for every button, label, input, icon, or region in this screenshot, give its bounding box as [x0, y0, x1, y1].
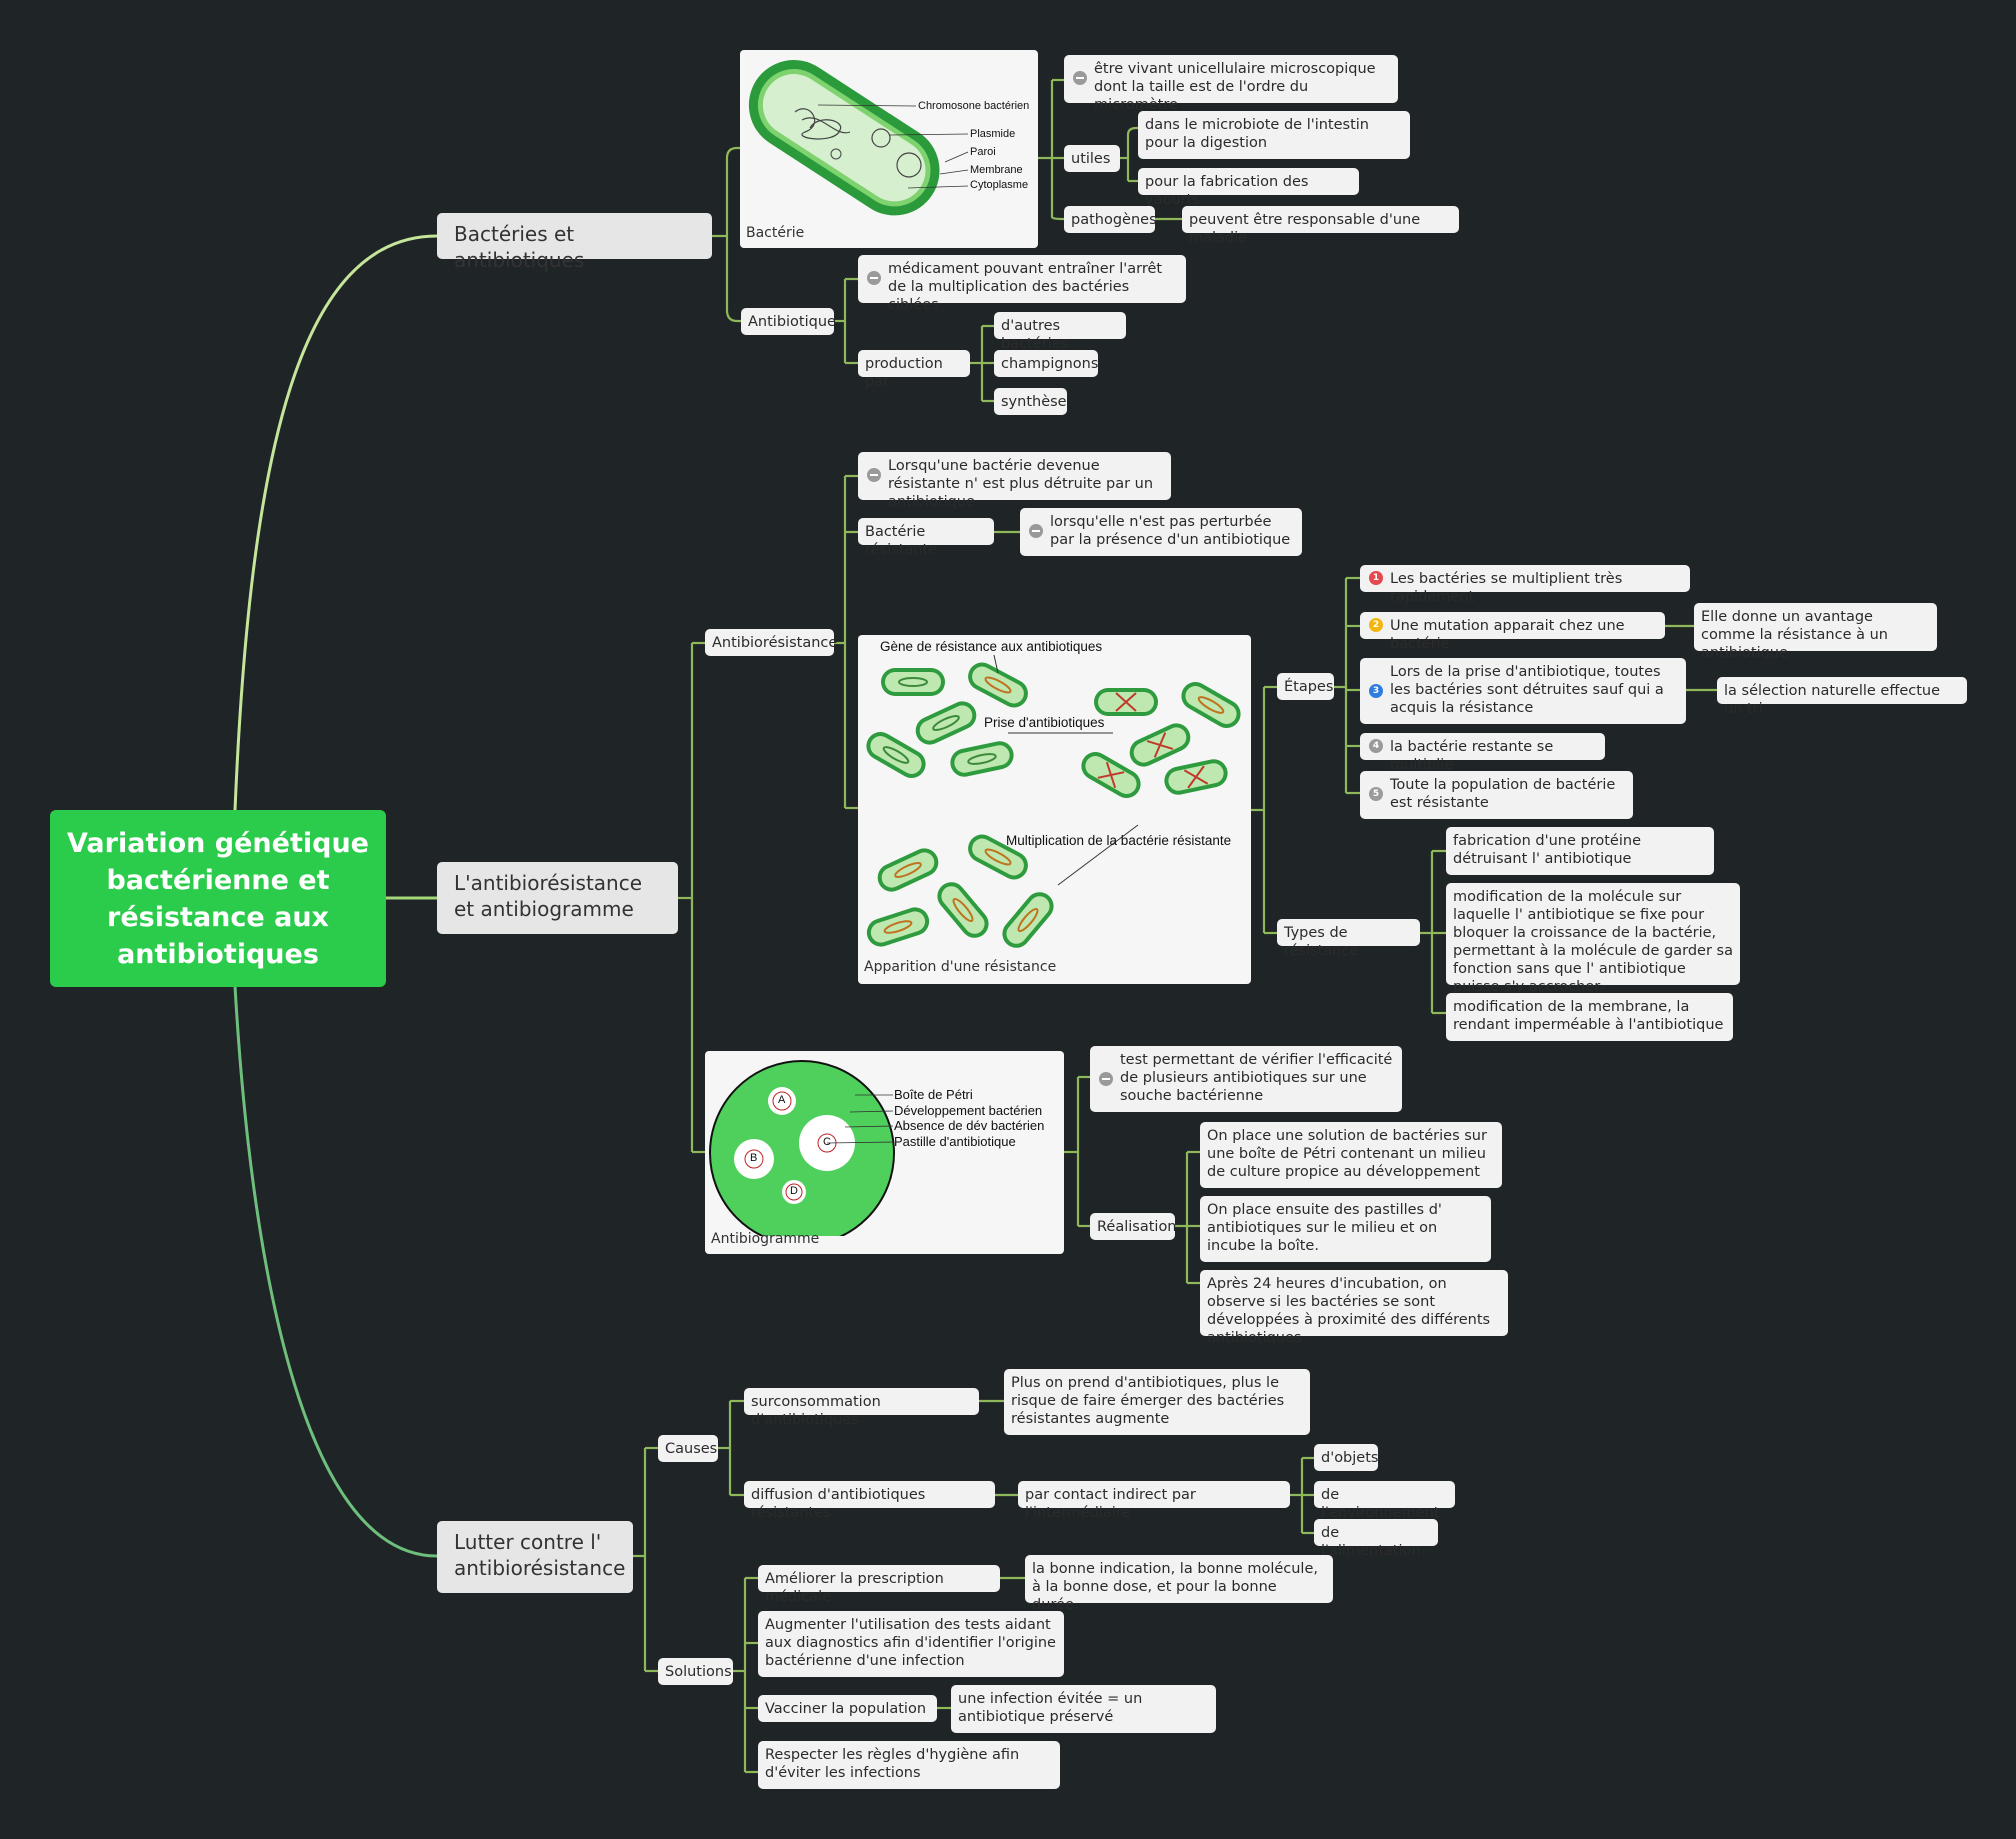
step-3-icon: 3 [1369, 684, 1383, 698]
bacteria-label-membrane: Membrane [970, 164, 1023, 176]
step-5-icon: 5 [1369, 787, 1383, 801]
node-realisation[interactable]: Réalisation [1090, 1213, 1177, 1240]
node-pathogenes[interactable]: pathogènes [1064, 206, 1157, 233]
note-icon [1073, 71, 1087, 85]
type-item-molecule[interactable]: modification de la molécule sur laquelle… [1446, 883, 1740, 995]
pathogenes-item[interactable]: peuvent être responsable d'une maladie [1182, 206, 1459, 246]
realisation-step-1[interactable]: On place une solution de bactéries sur u… [1200, 1122, 1502, 1188]
bacteria-diagram [748, 60, 969, 216]
node-causes[interactable]: Causes [658, 1435, 718, 1462]
topic-antibioresistance[interactable]: L'antibiorésistance et antibiogramme [437, 862, 678, 934]
step-4-icon: 4 [1369, 739, 1383, 753]
topic-lutter[interactable]: Lutter contre l' antibiorésistance [437, 1521, 633, 1593]
antibiogramme-image-card[interactable]: A B C D Boîte de Pétri Développement bac… [705, 1051, 1064, 1254]
note-icon [1099, 1072, 1113, 1086]
resistance-label-multiplication: Multiplication de la bactérie résistante [1006, 833, 1232, 848]
node-solutions[interactable]: Solutions [658, 1658, 733, 1685]
bacteria-label-chromosome: Chromosone bactérien [918, 100, 1030, 112]
resistance-label-gene: Gène de résistance aux antibiotiques [880, 639, 1103, 654]
production-item-champignons[interactable]: champignons [994, 350, 1098, 377]
resistance-image-caption: Apparition d'une résistance [864, 959, 1057, 975]
petri-disc-d: D [790, 1185, 798, 1197]
resistance-image-card[interactable]: Gène de résistance aux antibiotiques Pri… [858, 635, 1251, 984]
production-item-bacteries[interactable]: d'autres bactéries [994, 312, 1126, 352]
petri-label-pastille: Pastille d'antibiotique [894, 1134, 1016, 1149]
bacteria-after-antibiotic [1081, 682, 1241, 798]
realisation-step-3[interactable]: Après 24 heures d'incubation, on observe… [1200, 1270, 1508, 1346]
bacteria-image-card[interactable]: Chromosone bactérien Plasmide Paroi Memb… [740, 50, 1038, 248]
node-antibioresistance[interactable]: Antibiorésistance [705, 629, 837, 656]
bacteria-definition[interactable]: être vivant unicellulaire microscopique … [1064, 55, 1398, 113]
utiles-item-yaourts[interactable]: pour la fabrication des yaourts [1138, 168, 1359, 208]
solution-vacciner[interactable]: Vacciner la population [758, 1695, 937, 1722]
resistance-label-prise: Prise d'antibiotiques [984, 715, 1105, 730]
bacteria-label-cytoplasme: Cytoplasme [970, 179, 1029, 191]
petri-disc-a: A [778, 1094, 786, 1106]
prescription-note[interactable]: la bonne indication, la bonne molécule, … [1025, 1555, 1333, 1613]
petri-label-developpement: Développement bactérien [894, 1103, 1043, 1118]
note-icon [867, 468, 881, 482]
production-item-synthese[interactable]: synthèse [994, 388, 1067, 415]
realisation-step-2[interactable]: On place ensuite des pastilles d' antibi… [1200, 1196, 1491, 1262]
contact-item-alimentation[interactable]: de l'alimentation [1314, 1519, 1438, 1559]
step-2-note[interactable]: Elle donne un avantage comme la résistan… [1694, 603, 1937, 661]
step-2-icon: 2 [1369, 618, 1383, 632]
bacteria-image-caption: Bactérie [746, 225, 805, 241]
bacteria-cells [866, 662, 1028, 778]
type-item-proteine[interactable]: fabrication d'une protéine détruisant l'… [1446, 827, 1714, 875]
root-topic[interactable]: Variation génétique bactérienne et résis… [50, 810, 386, 987]
solution-prescription[interactable]: Améliorer la prescription médicale [758, 1565, 1000, 1605]
topic-bacteries[interactable]: Bactéries et antibiotiques [437, 213, 712, 272]
solution-tests[interactable]: Augmenter l'utilisation des tests aidant… [758, 1611, 1064, 1677]
node-antibiotique[interactable]: Antibiotique [741, 308, 836, 335]
vacciner-note[interactable]: une infection évitée = un antibiotique p… [951, 1685, 1216, 1733]
petri-label-absence: Absence de dév bactérien [894, 1118, 1045, 1133]
petri-dish [709, 1060, 895, 1246]
step-1-icon: 1 [1369, 571, 1383, 585]
cause-diffusion[interactable]: diffusion d'antibiotiques résistantes [744, 1481, 995, 1521]
cause-surconsommation[interactable]: surconsommation d'antibiotiques [744, 1388, 979, 1428]
bacterie-resistante-definition[interactable]: lorsqu'elle n'est pas perturbée par la p… [1020, 508, 1302, 556]
petri-label-boite: Boîte de Pétri [894, 1087, 973, 1102]
note-icon [867, 271, 881, 285]
step-3-note[interactable]: la sélection naturelle effectue un tri [1717, 677, 1967, 717]
petri-disc-c: C [823, 1136, 831, 1148]
resistance-diagram [866, 654, 1241, 948]
antibiotique-definition[interactable]: médicament pouvant entraîner l'arrêt de … [858, 255, 1186, 313]
node-bacterie-resistante[interactable]: Bactérie résistante [858, 518, 994, 558]
antibiogramme-definition[interactable]: test permettant de vérifier l'efficacité… [1090, 1046, 1402, 1112]
node-types-resistance[interactable]: Types de résistance [1277, 919, 1420, 959]
antibiogramme-caption: Antibiogramme [711, 1231, 820, 1247]
bacteria-label-paroi: Paroi [970, 146, 996, 158]
surconsommation-note[interactable]: Plus on prend d'antibiotiques, plus le r… [1004, 1369, 1310, 1435]
node-production[interactable]: production par [858, 350, 970, 390]
antibioresistance-definition[interactable]: Lorsqu'une bactérie devenue résistante n… [858, 452, 1171, 510]
contact-item-environnement[interactable]: de l'environnement [1314, 1481, 1455, 1521]
node-etapes[interactable]: Étapes [1277, 673, 1334, 700]
node-utiles[interactable]: utiles [1064, 145, 1120, 172]
contact-item-objets[interactable]: d'objets [1314, 1444, 1378, 1471]
utiles-item-microbiote[interactable]: dans le microbiote de l'intestin pour la… [1138, 111, 1410, 159]
type-item-membrane[interactable]: modification de la membrane, la rendant … [1446, 993, 1733, 1041]
solution-hygiene[interactable]: Respecter les règles d'hygiène afin d'év… [758, 1741, 1060, 1789]
petri-disc-b: B [750, 1152, 758, 1164]
bacteria-resistant-population [866, 834, 1054, 948]
note-icon [1029, 524, 1043, 538]
bacteria-label-plasmide: Plasmide [970, 128, 1016, 140]
diffusion-contact[interactable]: par contact indirect par l'intermédiaire [1018, 1481, 1290, 1521]
